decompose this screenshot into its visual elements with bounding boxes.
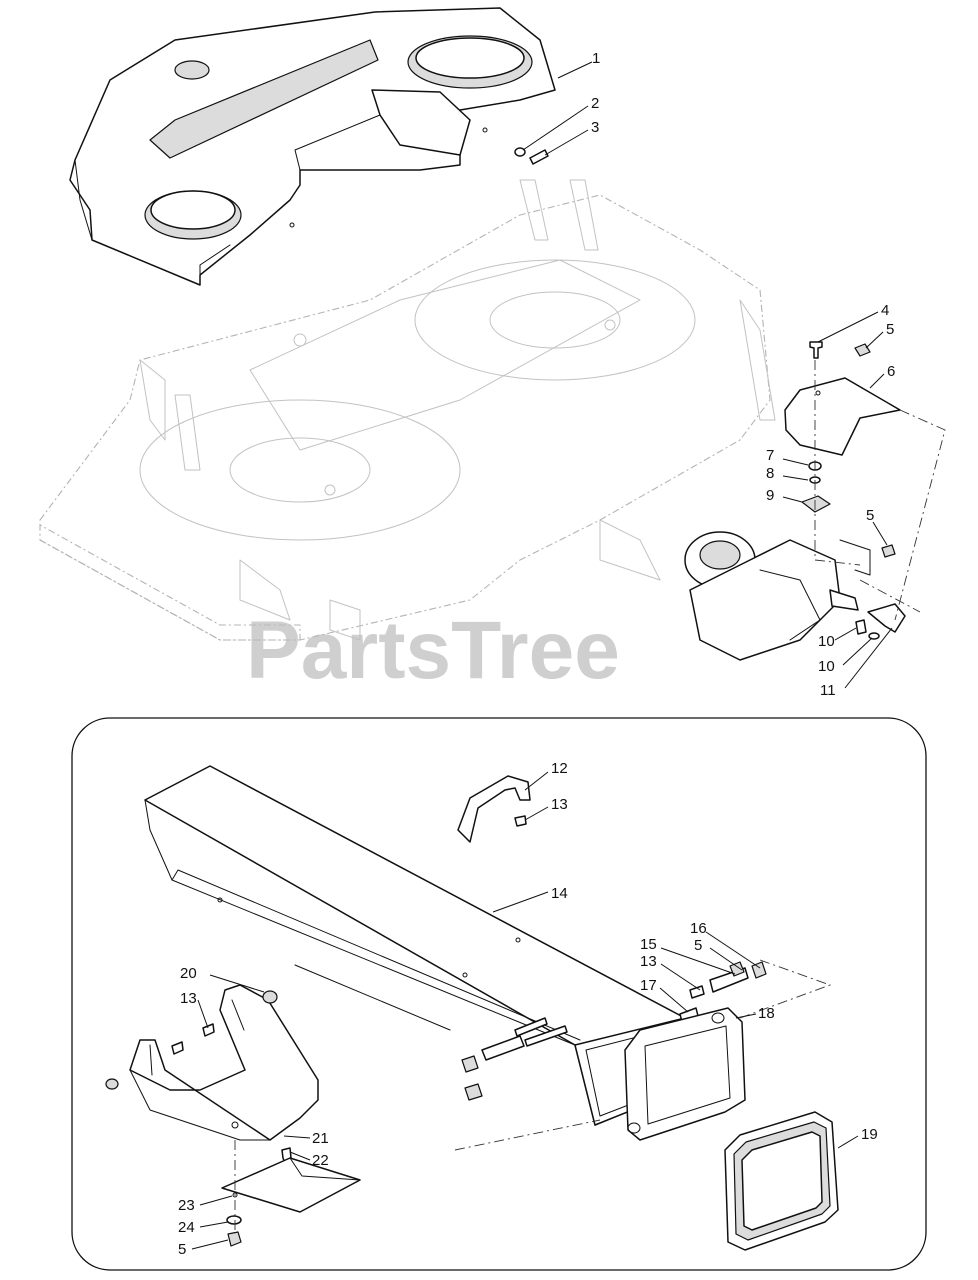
watermark: PartsTree bbox=[246, 605, 620, 696]
callout-3: 3 bbox=[591, 119, 599, 136]
callout-1: 1 bbox=[592, 50, 600, 67]
screw-13b bbox=[202, 1023, 215, 1037]
screw-13c bbox=[171, 1041, 184, 1055]
callout-10b: 10 bbox=[818, 658, 835, 675]
callout-19: 19 bbox=[861, 1126, 878, 1143]
nut-left bbox=[105, 1078, 119, 1090]
callout-21: 21 bbox=[312, 1130, 329, 1147]
bracket-11 bbox=[867, 603, 906, 633]
callout-18: 18 bbox=[758, 1005, 775, 1022]
callout-17: 17 bbox=[640, 977, 657, 994]
callout-4: 4 bbox=[881, 302, 889, 319]
callout-14: 14 bbox=[551, 885, 568, 902]
washer-2 bbox=[514, 147, 526, 157]
nut-9 bbox=[801, 495, 831, 513]
leader-lines bbox=[191, 61, 893, 1250]
nut-5-bottom bbox=[227, 1231, 242, 1247]
nut-20 bbox=[262, 990, 278, 1004]
plate-23 bbox=[221, 1157, 361, 1213]
callout-15: 15 bbox=[640, 936, 657, 953]
fastener-10 bbox=[855, 619, 880, 640]
gearbox-shield-6 bbox=[784, 377, 901, 456]
callout-16: 16 bbox=[690, 920, 707, 937]
screw-13a bbox=[514, 815, 527, 827]
handle-12 bbox=[457, 775, 531, 843]
callout-12: 12 bbox=[551, 760, 568, 777]
deck-cover bbox=[69, 7, 556, 286]
gasket-19 bbox=[724, 1111, 839, 1251]
callout-22: 22 bbox=[312, 1152, 329, 1169]
callout-labels: 1 2 3 4 5 6 7 8 9 5 10 10 11 12 13 14 16… bbox=[178, 50, 895, 1258]
callout-10a: 10 bbox=[818, 633, 835, 650]
callout-7: 7 bbox=[766, 447, 774, 464]
callout-13-bracket: 13 bbox=[180, 990, 197, 1007]
callout-5-gearbox: 5 bbox=[866, 507, 874, 524]
callout-8: 8 bbox=[766, 465, 774, 482]
callout-5-pivot: 5 bbox=[694, 937, 702, 954]
chute-flange-18 bbox=[624, 1007, 746, 1141]
screw-4 bbox=[809, 341, 823, 359]
screw-3 bbox=[529, 149, 549, 165]
nut-5b bbox=[881, 544, 896, 558]
callout-5-bottom: 5 bbox=[178, 1241, 186, 1258]
callout-2: 2 bbox=[591, 95, 599, 112]
discharge-chute bbox=[144, 765, 696, 1126]
callout-13-pivot: 13 bbox=[640, 953, 657, 970]
callout-11: 11 bbox=[820, 682, 836, 699]
callout-9: 9 bbox=[766, 487, 774, 504]
inset-frame bbox=[71, 717, 927, 1271]
callout-24: 24 bbox=[178, 1219, 195, 1236]
gearbox bbox=[684, 531, 921, 661]
washer-24 bbox=[226, 1215, 242, 1225]
nut-5a bbox=[854, 343, 871, 357]
chute-bracket-21 bbox=[129, 984, 319, 1141]
callout-5: 5 bbox=[886, 321, 894, 338]
callout-6: 6 bbox=[887, 363, 895, 380]
callout-20: 20 bbox=[180, 965, 197, 982]
mower-deck-ghost bbox=[39, 179, 776, 641]
callout-13-handle: 13 bbox=[551, 796, 568, 813]
chute-mount-hardware bbox=[461, 1017, 568, 1101]
callout-23: 23 bbox=[178, 1197, 195, 1214]
